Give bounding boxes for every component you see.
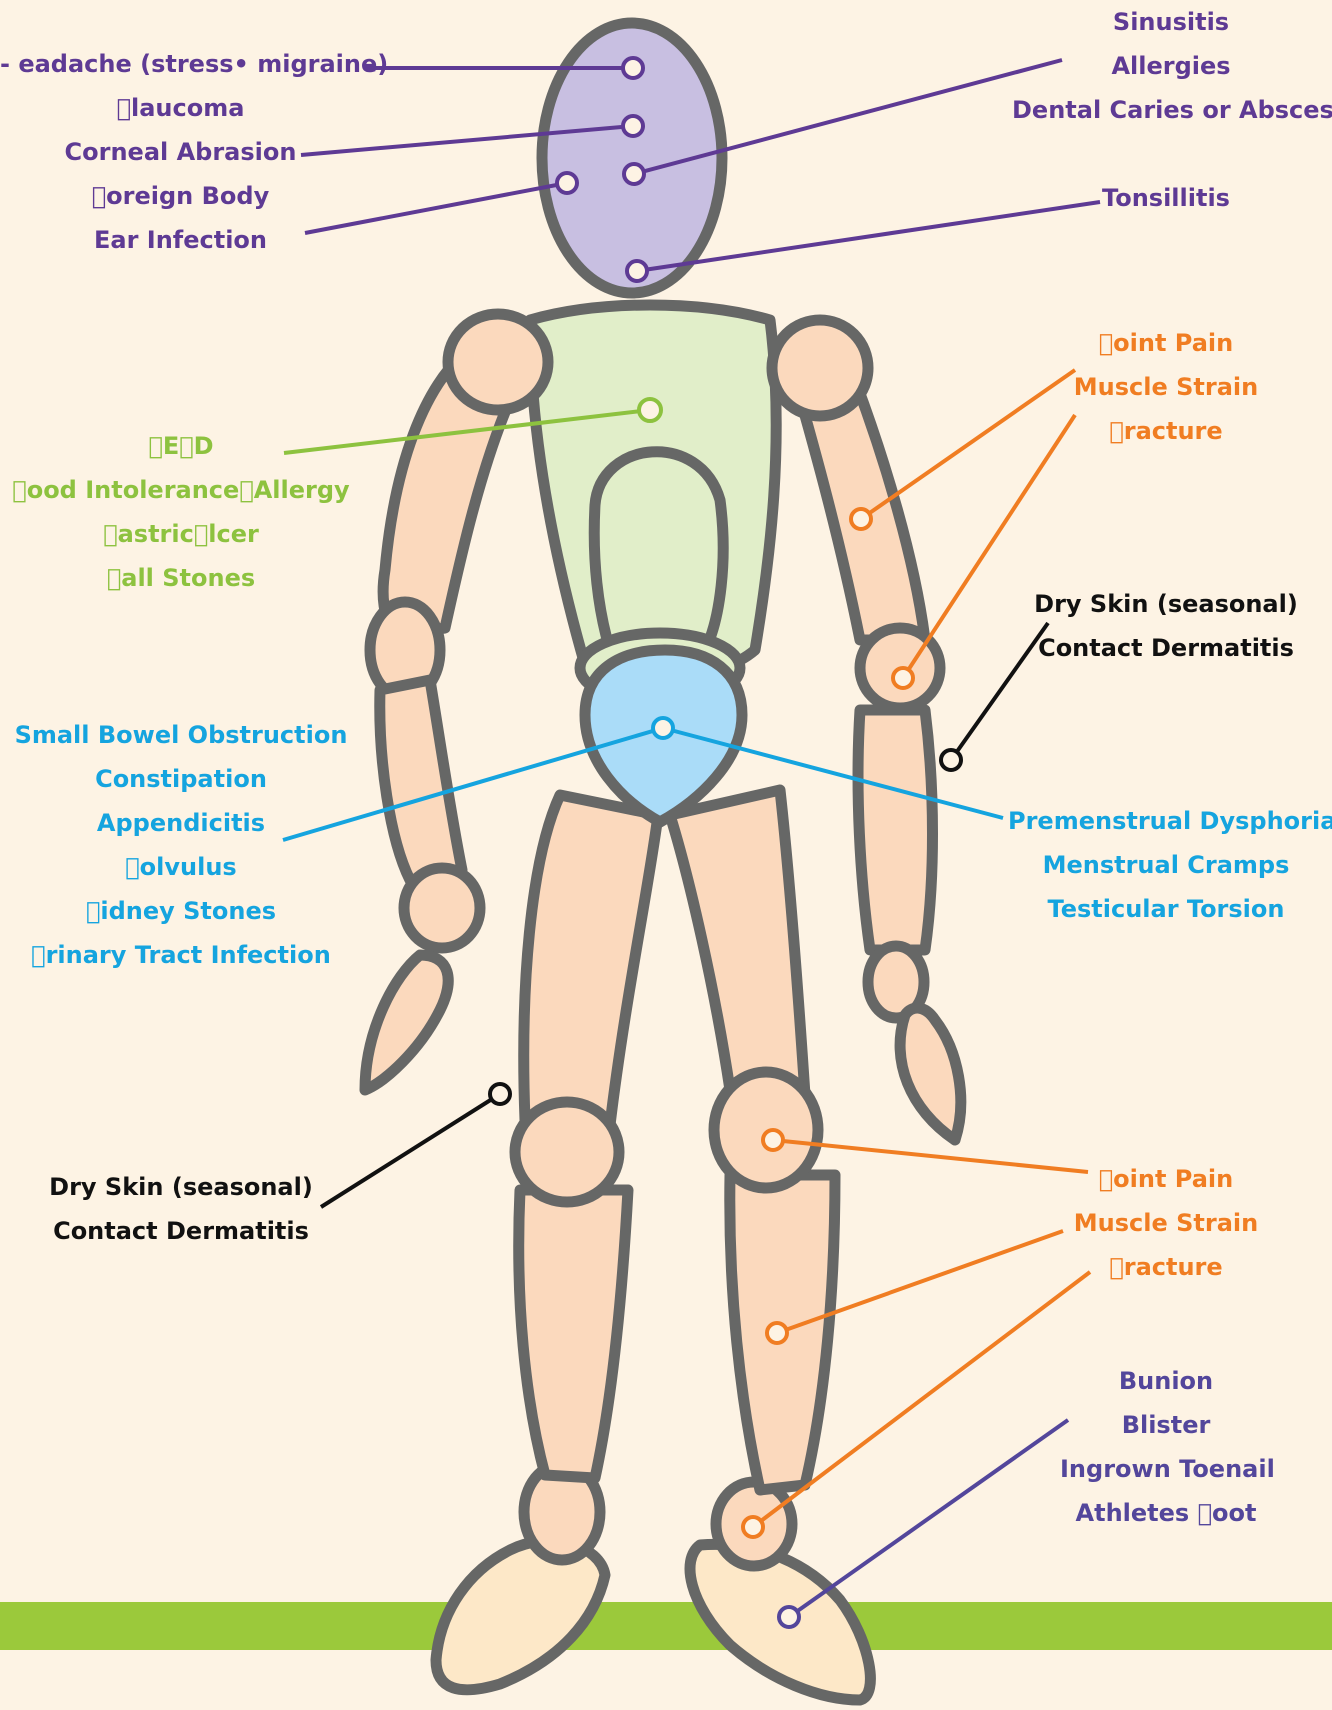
condition-label:  racture: [1064, 409, 1268, 453]
condition-label: Dry Skin (seasonal): [1024, 582, 1308, 626]
marker-upper-arm: [851, 509, 871, 529]
abdomen: [594, 452, 723, 650]
condition-label: Allergies: [1012, 44, 1330, 88]
condition-label:  laucoma: [0, 86, 361, 130]
condition-label: Muscle Strain: [1064, 1201, 1268, 1245]
marker-arm-skin: [941, 750, 961, 770]
arm-conditions:  oint Pain Muscle Strain  racture: [1064, 321, 1268, 453]
condition-label:  oint Pain: [1064, 321, 1268, 365]
marker-eye: [623, 116, 643, 136]
condition-label:  racture: [1064, 1245, 1268, 1289]
condition-label:  E D: [10, 424, 352, 468]
condition-label:  rinary Tract Infection: [10, 933, 352, 977]
condition-label: Athletes  oot: [1060, 1491, 1272, 1535]
condition-label: Dry Skin (seasonal): [30, 1165, 332, 1209]
marker-leg-skin: [490, 1084, 510, 1104]
condition-label:  idney Stones: [10, 889, 352, 933]
right-shoulder: [772, 320, 868, 416]
right-knee: [714, 1072, 818, 1188]
left-knee: [515, 1102, 619, 1202]
marker-ankle: [743, 1517, 763, 1537]
condition-label:  olvulus: [10, 845, 352, 889]
condition-label: Constipation: [10, 757, 352, 801]
condition-label: Dental Caries or Abscess: [1012, 88, 1330, 132]
condition-label: Contact Dermatitis: [1024, 626, 1308, 670]
condition-label: Bunion: [1060, 1359, 1272, 1403]
marker-headache: [623, 58, 643, 78]
condition-label: Ear Infection: [0, 218, 361, 262]
marker-sinus: [624, 164, 644, 184]
leg-skin-conditions: Dry Skin (seasonal) Contact Dermatitis: [30, 1165, 332, 1253]
right-upper-leg: [670, 790, 805, 1095]
left-upper-leg: [524, 795, 658, 1125]
condition-label: Appendicitis: [10, 801, 352, 845]
condition-label:  all Stones: [10, 556, 352, 600]
marker-foot: [779, 1607, 799, 1627]
condition-label: Tonsillitis: [1070, 176, 1262, 220]
throat-conditions: Tonsillitis: [1070, 176, 1262, 220]
marker-shin: [767, 1323, 787, 1343]
foot-conditions: Bunion Blister Ingrown Toenail Athletes …: [1060, 1359, 1272, 1535]
chest-conditions:  E D  ood Intolerance Allergy  astric lc…: [10, 424, 352, 600]
left-foot: [436, 1541, 605, 1690]
marker-elbow: [893, 668, 913, 688]
arm-skin-conditions: Dry Skin (seasonal) Contact Dermatitis: [1024, 582, 1308, 670]
condition-label: Muscle Strain: [1064, 365, 1268, 409]
pelvis-conditions: Premenstrual Dysphoria Menstrual Cramps …: [1008, 799, 1324, 931]
condition-label: Contact Dermatitis: [30, 1209, 332, 1253]
right-forearm: [858, 710, 932, 950]
condition-label:  oint Pain: [1064, 1157, 1268, 1201]
marker-knee: [763, 1130, 783, 1150]
left-shoulder: [448, 314, 548, 410]
condition-label: Menstrual Cramps: [1008, 843, 1324, 887]
head-left-conditions: - eadache (stress• migraine)  laucoma Co…: [0, 42, 361, 262]
ground-stripe: [0, 1602, 1332, 1650]
condition-label: Premenstrual Dysphoria: [1008, 799, 1324, 843]
right-hand: [900, 1008, 961, 1140]
condition-label: Ingrown Toenail: [1060, 1447, 1272, 1491]
marker-chest: [639, 399, 661, 421]
condition-label: Corneal Abrasion: [0, 130, 361, 174]
marker-ear: [557, 173, 577, 193]
condition-label: Blister: [1060, 1403, 1272, 1447]
left-lower-leg: [519, 1190, 628, 1478]
leg-conditions:  oint Pain Muscle Strain  racture: [1064, 1157, 1268, 1289]
condition-label: - eadache (stress• migraine): [0, 42, 361, 86]
condition-label: Sinusitis: [1012, 0, 1330, 44]
condition-label:  ood Intolerance Allergy: [10, 468, 352, 512]
abdomen-conditions: Small Bowel Obstruction Constipation App…: [10, 713, 352, 977]
condition-label:  astric lcer: [10, 512, 352, 556]
left-wrist: [404, 868, 480, 948]
left-forearm: [380, 680, 462, 880]
marker-pelvis: [653, 718, 673, 738]
head-right-conditions: Sinusitis Allergies Dental Caries or Abs…: [1012, 0, 1330, 132]
left-hand: [365, 955, 448, 1090]
condition-label:  oreign Body: [0, 174, 361, 218]
condition-label: Testicular Torsion: [1008, 887, 1324, 931]
condition-label: Small Bowel Obstruction: [10, 713, 352, 757]
marker-throat: [627, 261, 647, 281]
